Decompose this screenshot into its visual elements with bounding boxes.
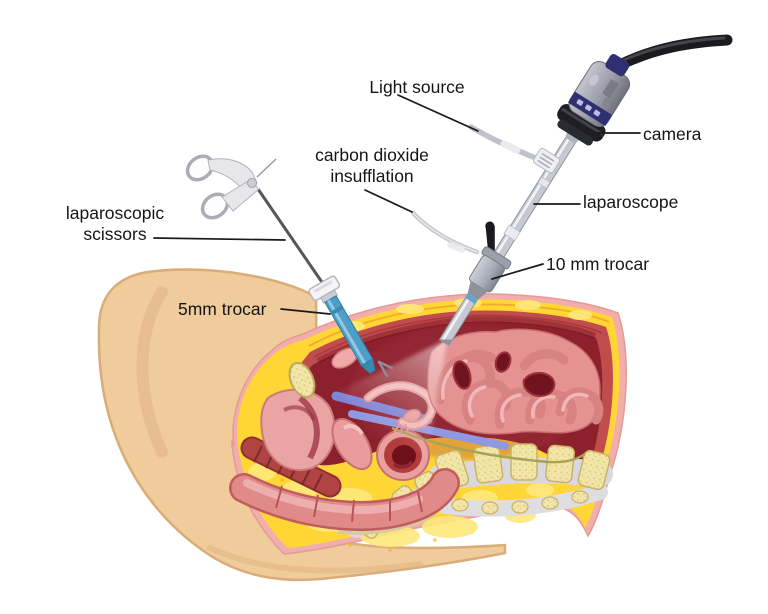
light-post-connector bbox=[532, 147, 561, 174]
label-trocar-5mm: 5mm trocar bbox=[178, 299, 267, 319]
label-co2-insufflation: carbon dioxide insufflation bbox=[315, 145, 429, 187]
abdomen-cross-section bbox=[229, 293, 627, 555]
trocar-10mm bbox=[464, 221, 521, 305]
leader-lines bbox=[153, 94, 641, 315]
leader-line bbox=[491, 263, 544, 280]
uterus bbox=[331, 417, 373, 471]
bladder bbox=[260, 388, 336, 471]
laparoscope bbox=[438, 54, 631, 347]
camera-head bbox=[557, 54, 631, 146]
sigmoid-colon bbox=[229, 468, 460, 531]
laparoscopic-scissors bbox=[185, 154, 394, 378]
co2-tube bbox=[410, 210, 480, 255]
small-intestine bbox=[427, 328, 604, 435]
scissors-shaft bbox=[256, 188, 330, 292]
leader-line bbox=[280, 308, 331, 315]
leader-line bbox=[397, 94, 479, 132]
scissors-handle bbox=[185, 154, 277, 220]
light-cone bbox=[338, 339, 447, 458]
pubic-bone bbox=[288, 361, 316, 399]
label-camera: camera bbox=[643, 124, 702, 144]
leader-line bbox=[153, 237, 286, 241]
camera-cable bbox=[616, 34, 733, 70]
scissors-tip bbox=[377, 360, 394, 378]
leader-line bbox=[364, 189, 413, 213]
label-laparoscopic-scissors: laparoscopic scissors bbox=[65, 203, 165, 245]
label-light-source: Light source bbox=[369, 77, 465, 97]
label-trocar-10mm: 10 mm trocar bbox=[546, 254, 650, 274]
label-laparoscope: laparoscope bbox=[583, 192, 679, 212]
trocar-5mm bbox=[308, 275, 376, 374]
